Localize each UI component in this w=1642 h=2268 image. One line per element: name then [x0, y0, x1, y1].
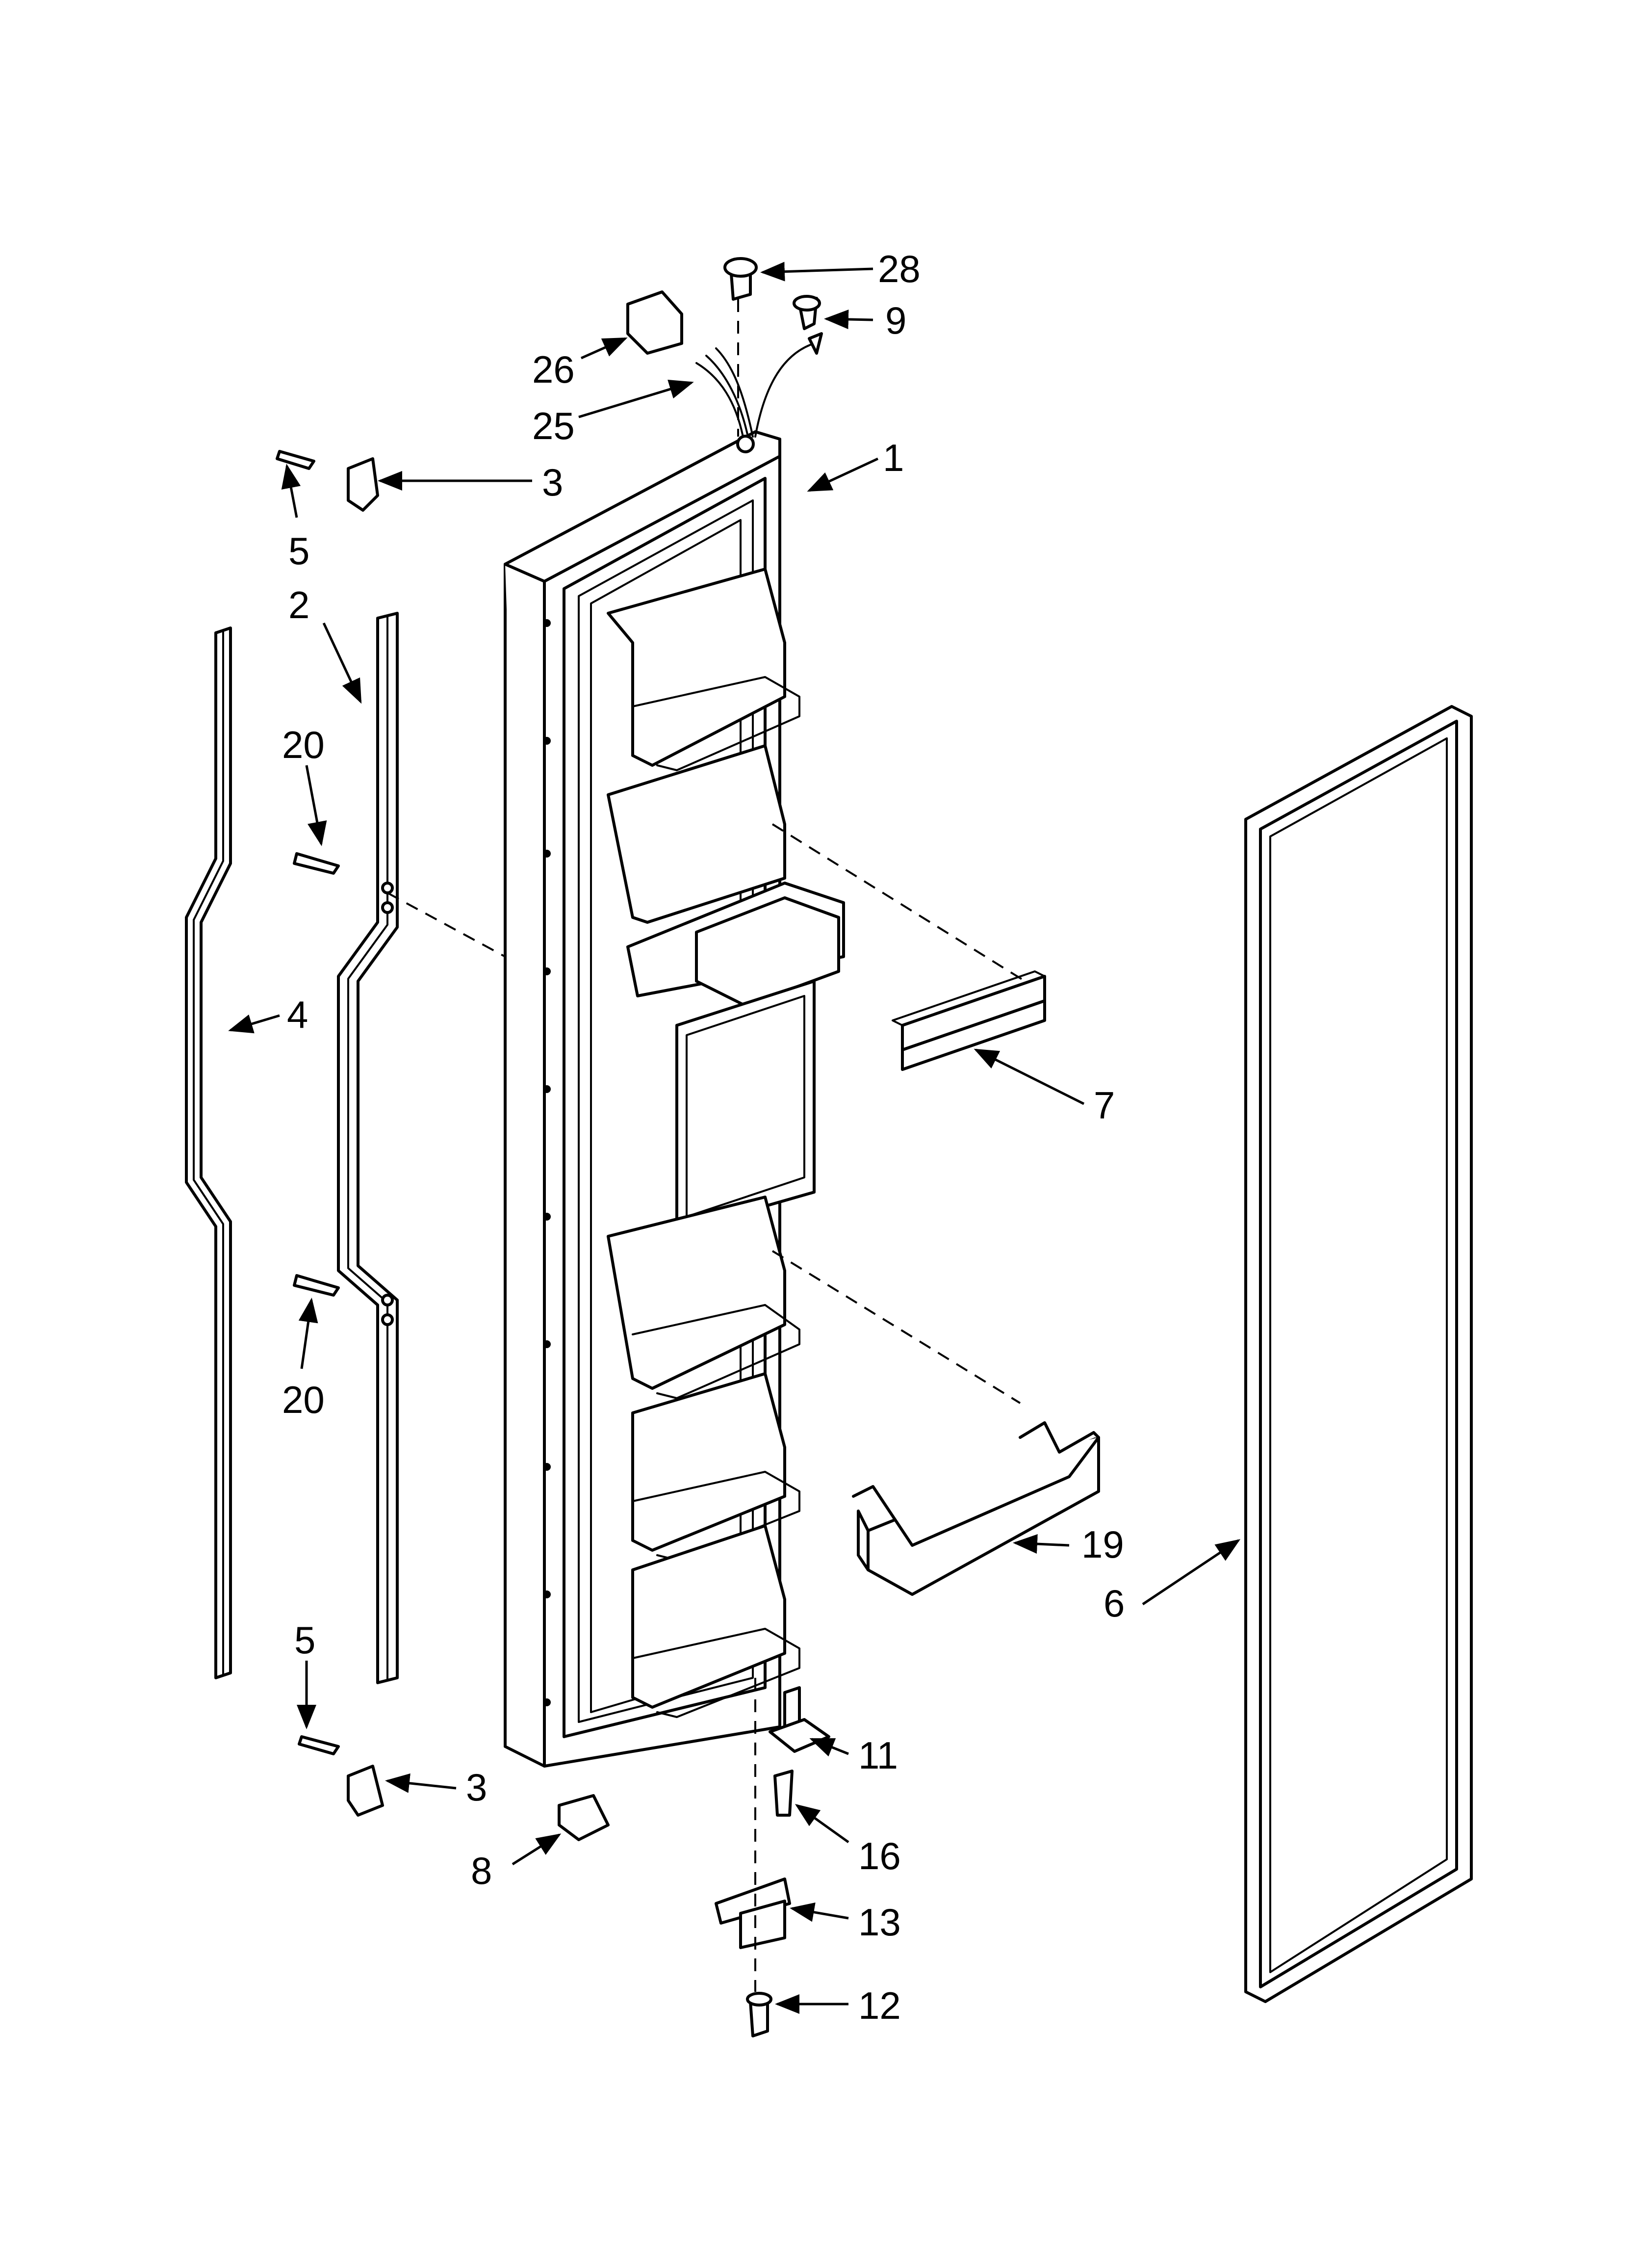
callout-16: 16 [858, 1834, 901, 1877]
handle-bracket-part-2 [337, 612, 399, 1684]
hardware [276, 257, 830, 2037]
callout-28: 28 [878, 247, 921, 290]
alignment-lines [387, 299, 1026, 1992]
door-assembly [504, 430, 845, 1768]
callout-12: 12 [858, 1984, 901, 2027]
leader-arrows [228, 261, 1241, 2014]
door-gasket-part-6 [1244, 705, 1473, 2003]
callout-5-bottom: 5 [294, 1618, 315, 1662]
callout-4: 4 [287, 993, 308, 1036]
callout-26: 26 [532, 348, 575, 391]
callout-6: 6 [1103, 1582, 1125, 1625]
callout-8: 8 [471, 1849, 492, 1892]
callout-1: 1 [883, 436, 904, 479]
callout-7: 7 [1094, 1084, 1115, 1127]
callout-5-top: 5 [288, 529, 309, 573]
callout-19: 19 [1081, 1523, 1124, 1566]
callout-25: 25 [532, 404, 575, 447]
trim-strip-part-4 [185, 626, 232, 1679]
callout-20-top: 20 [282, 723, 325, 766]
callout-11: 11 [858, 1734, 898, 1777]
callout-3-top: 3 [542, 461, 563, 504]
door-bin-part-19 [852, 1421, 1100, 1596]
callout-2: 2 [288, 583, 309, 626]
callout-20-bottom: 20 [282, 1378, 325, 1421]
callout-3-bottom: 3 [466, 1766, 487, 1809]
callout-labels: 28 9 26 25 3 1 5 2 20 4 7 20 19 6 5 3 11… [282, 247, 1125, 2027]
callout-13: 13 [858, 1901, 901, 1944]
callout-9: 9 [885, 299, 906, 342]
rail-part-7 [892, 970, 1046, 1071]
